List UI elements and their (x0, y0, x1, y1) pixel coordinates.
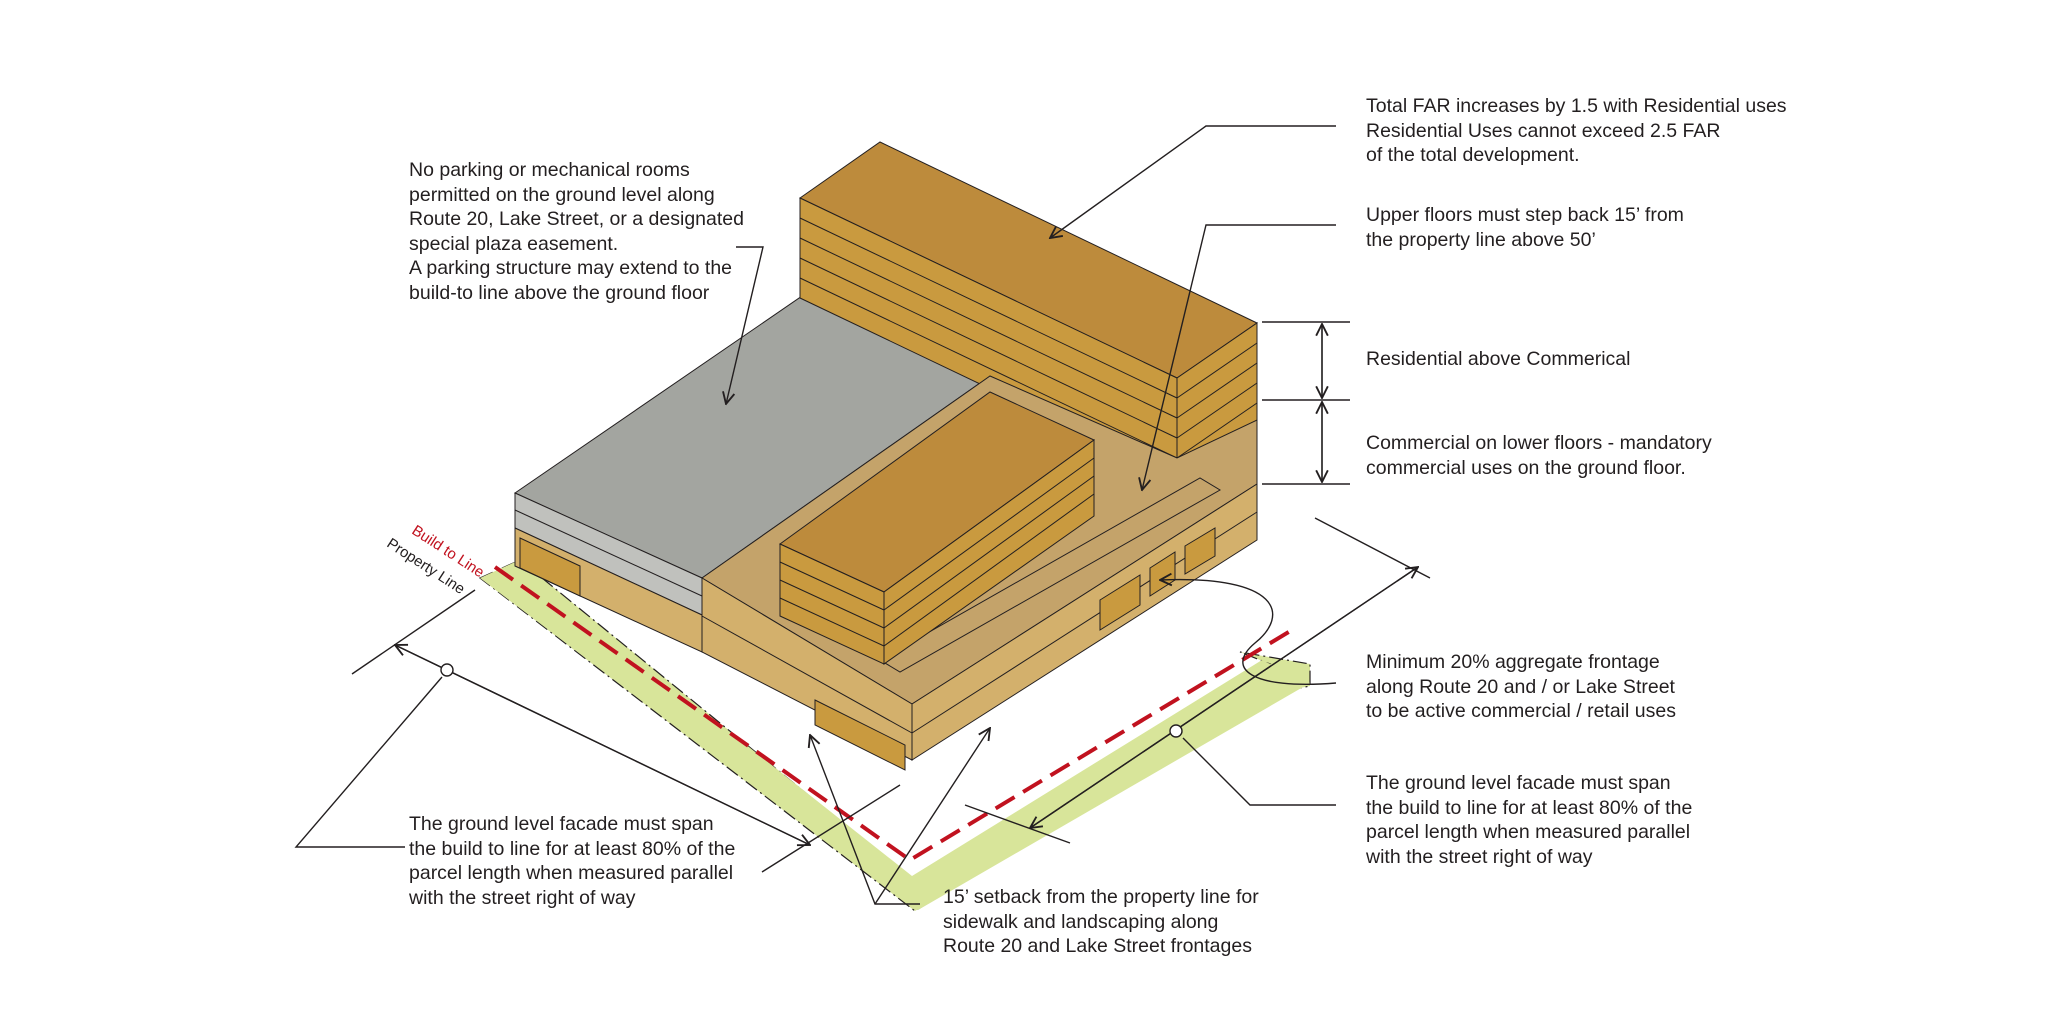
landscape-strip-fill (480, 562, 1310, 910)
note-line: Residential Uses cannot exceed 2.5 FAR (1366, 119, 1721, 142)
note-far: Total FAR increases by 1.5 with Resident… (1366, 94, 1787, 168)
middle-floor-line (883, 493, 1095, 647)
note-line: Total FAR increases by 1.5 with Resident… (1366, 95, 1787, 117)
note-line: with the street right of way (1366, 845, 1593, 868)
note-line: No parking or mechanical rooms (409, 159, 690, 181)
note-line: The ground level facade must span (1366, 772, 1671, 794)
parking-floor-line (514, 509, 703, 597)
parking-ground-opening (519, 537, 581, 597)
note-setback: 15’ setback from the property line for s… (943, 885, 1259, 959)
middle-floor-line (883, 475, 1095, 629)
leader-stepback (1142, 224, 1336, 490)
note-line: build-to line above the ground floor (409, 281, 710, 304)
leader-parking (726, 246, 764, 404)
note-line: The ground level facade must span (409, 813, 714, 835)
note-line: A parking structure may extend to the (409, 257, 733, 279)
dimension-line-left (395, 645, 811, 846)
residential-floor-line (799, 257, 1178, 439)
note-line: of the total development. (1366, 144, 1580, 166)
note-stepback: Upper floors must step back 15’ from the… (1366, 203, 1684, 252)
middle-floor-line (779, 579, 885, 629)
commercial-floor-line (701, 615, 913, 734)
note-line: Minimum 20% aggregate frontage (1366, 651, 1660, 673)
residential-floor-line (1176, 362, 1258, 419)
dimension-marker (1169, 724, 1183, 738)
note-line: the property line above 50’ (1366, 228, 1596, 251)
leader-facade-left (294, 676, 443, 848)
dimension-line-right (1030, 566, 1419, 828)
note-line: 15’ setback from the property line for (943, 886, 1259, 908)
note-commercial: Commercial on lower floors - mandatory c… (1366, 431, 1712, 480)
note-line: along Route 20 and / or Lake Street (1366, 675, 1675, 698)
storefront (1099, 574, 1141, 631)
note-line: Commercial on lower floors - mandatory (1366, 432, 1712, 454)
note-line: to be active commercial / retail uses (1366, 700, 1676, 722)
note-line: parcel length when measured parallel (409, 862, 734, 884)
storefront (1184, 527, 1216, 575)
residential-floor-line (799, 217, 1178, 399)
note-line: Route 20 and Lake Street frontages (943, 935, 1252, 957)
leader-setback (874, 728, 990, 905)
dimension-extension-line (761, 784, 901, 873)
note-line: permitted on the ground level along (409, 183, 715, 206)
note-line: Upper floors must step back 15’ from (1366, 204, 1684, 226)
leader-facade-right (1182, 737, 1336, 806)
residential-floor-line (799, 237, 1178, 419)
note-residential: Residential above Commerical (1366, 347, 1630, 372)
note-line: with the street right of way (409, 886, 636, 909)
middle-floor-line (883, 457, 1095, 611)
note-frontage: Minimum 20% aggregate frontage along Rou… (1366, 650, 1676, 724)
note-line: the build to line for at least 80% of th… (1366, 796, 1693, 819)
dimension-extension-line (964, 804, 1071, 844)
note-line: special plaza easement. (409, 232, 619, 255)
build-to-line (493, 565, 1294, 863)
note-facade-right: The ground level facade must span the bu… (1366, 771, 1692, 869)
leader-far (1050, 125, 1336, 238)
dimension-marker (440, 663, 454, 677)
storefront (814, 699, 906, 771)
residential-floor-line (799, 277, 1178, 459)
middle-floor-line (779, 597, 885, 647)
commercial-base-front (701, 577, 913, 761)
note-line: sidewalk and landscaping along (943, 910, 1219, 933)
note-line: Route 20, Lake Street, or a designated (409, 208, 744, 230)
residential-floor-line (1176, 402, 1258, 459)
note-facade-left: The ground level facade must span the bu… (409, 812, 735, 910)
front-commercial-roof (879, 477, 1221, 673)
note-parking: No parking or mechanical rooms permitted… (409, 158, 744, 305)
residential-floor-line (1176, 382, 1258, 439)
note-line: parcel length when measured parallel (1366, 821, 1691, 843)
dimension-extension-line (1314, 517, 1431, 579)
dimension-extension-line (351, 589, 476, 675)
residential-floor-line (1176, 342, 1258, 399)
note-line: commercial uses on the ground floor. (1366, 456, 1686, 479)
middle-floor-line (779, 561, 885, 611)
note-line: the build to line for at least 80% of th… (409, 837, 736, 860)
note-line: Residential above Commerical (1366, 348, 1631, 370)
leader-frontage (1160, 580, 1337, 685)
